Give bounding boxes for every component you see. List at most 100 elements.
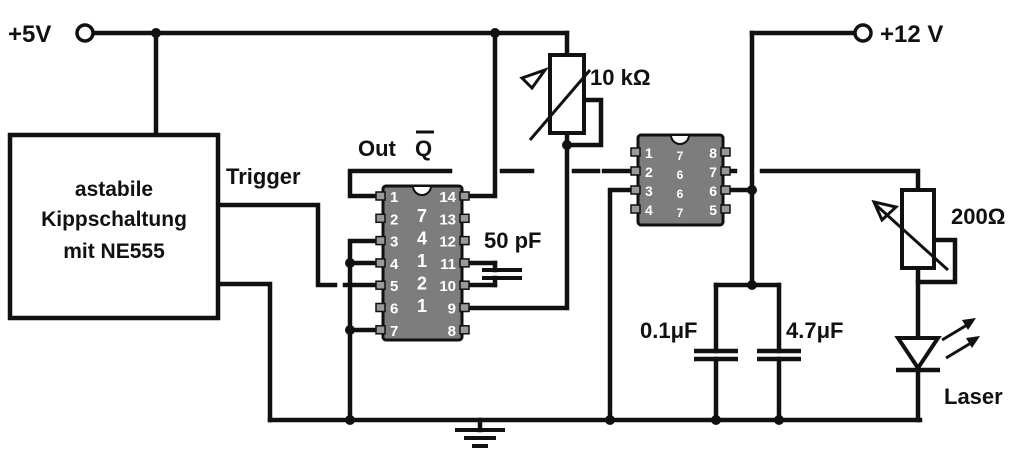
ic2-pin-pad (720, 185, 731, 195)
ic2-pin-label-left: 2 (645, 164, 653, 180)
pot1-adjust-arrow-icon (528, 69, 592, 141)
label-5v: +5V (8, 21, 51, 48)
ic1-pin-pad (375, 213, 386, 224)
ic1-pin-label-right: 10 (439, 278, 456, 295)
astable-box (7, 132, 221, 321)
ic1-pin-pad (375, 325, 386, 335)
capacitor-4-7uf (757, 348, 801, 362)
laser-arrowhead1-icon (962, 318, 976, 330)
laser-diode-triangle-icon (894, 336, 942, 372)
junction-dot (605, 415, 615, 425)
ic1-pin-label-left: 6 (390, 301, 398, 318)
ic2-pin-label-right: 7 (709, 164, 717, 180)
ic2-pin-pad (630, 204, 641, 214)
junction-dot (711, 415, 721, 425)
ic1-pin-label-left: 3 (390, 234, 398, 251)
label-pot1: 10 kΩ (590, 65, 650, 90)
ic2-pin-label-right: 6 (709, 183, 717, 199)
label-pot2: 200Ω (951, 204, 1005, 229)
ic1-center-digit: 1 (417, 296, 427, 316)
ic1-pin-label-left: 5 (390, 278, 398, 295)
potentiometer-200 (871, 188, 950, 272)
astable-line1: astabile (75, 178, 153, 201)
supply-5v-terminal: +5V (8, 21, 95, 48)
junction-dot (562, 140, 572, 150)
ic2-pin-label-left: 4 (645, 202, 653, 218)
capacitor-50pf (482, 260, 522, 288)
ic1-pin-pad (459, 325, 470, 335)
junction-dot (151, 28, 161, 38)
ic1-pin-label-right: 11 (440, 256, 456, 273)
ic1-center-digit: 2 (417, 274, 427, 294)
ic1-pin-pad (459, 302, 470, 313)
ic1-pin-pad (375, 191, 386, 201)
laser-diode (894, 318, 980, 373)
ground-icon (455, 428, 505, 448)
capacitor-0-1uf (694, 348, 738, 362)
ic1-pin-pad (459, 213, 470, 224)
wire-ic2-pin3-ground (607, 187, 639, 423)
laser-arrowhead2-icon (966, 336, 980, 348)
ic2-pin-pad (720, 147, 731, 157)
astable-line2: Kippschaltung (41, 208, 187, 231)
wire-ic1-pin1-out (347, 168, 453, 199)
ic2-pin-label-right: 5 (709, 202, 717, 218)
pot1-arrow-head-icon (519, 67, 550, 91)
label-out: Out (358, 136, 397, 161)
label-cap1: 0.1μF (640, 318, 697, 343)
pot2-body (900, 188, 936, 270)
ic2-pin-pad (630, 166, 641, 176)
label-trigger: Trigger (226, 164, 301, 189)
junction-dot (345, 415, 355, 425)
wire-5v-to-ic1-pin14 (457, 30, 498, 199)
ic1-pin-pad (459, 280, 470, 290)
ic1-pin-label-left: 4 (390, 256, 399, 273)
wire-ic1-left-bus (347, 238, 388, 423)
junction-dot (747, 280, 757, 290)
ic1-center-digit: 4 (417, 229, 427, 249)
label-qbar: Q (415, 130, 434, 161)
ic2-pin-label-left: 1 (645, 145, 653, 161)
ic1-pin-label-right: 12 (439, 234, 456, 251)
ic2-pin-pad (630, 185, 641, 195)
ic1-pin-pad (375, 280, 386, 290)
ic1-pin-pad (459, 258, 470, 268)
junction-dot (774, 415, 784, 425)
ic2-center-digit: 6 (677, 168, 684, 182)
astable-multivibrator-block: astabile Kippschaltung mit NE555 (7, 132, 221, 321)
supply-12v-terminal: +12 V (853, 21, 943, 48)
ic2-pin-pad (720, 166, 731, 176)
ic1-pin-pad (375, 235, 386, 246)
ic1-center-digit: 7 (417, 206, 427, 226)
junction-dot (345, 325, 355, 335)
wire-astable-to-ground (215, 281, 273, 423)
ic1-pin-label-right: 13 (439, 211, 456, 228)
ic1-pin-label-right: 9 (448, 301, 456, 318)
ic1-pin-pad (459, 191, 470, 201)
wire-pot1-to-ic1-pin9 (457, 142, 570, 311)
astable-line3: mit NE555 (63, 240, 165, 263)
ic2-center-digit: 7 (677, 149, 684, 163)
ic1-pin-label-right: 8 (448, 323, 456, 340)
ic2-notch (669, 134, 691, 145)
ic1-center-digit: 1 (417, 251, 427, 271)
junction-dot (345, 258, 355, 268)
ic2-pin-pad (720, 204, 731, 214)
ic1-pin-label-left: 1 (390, 189, 398, 206)
terminal-12v-icon (853, 23, 873, 43)
ic1-pin-pad (459, 235, 470, 246)
wire-ic2-to-pot2 (759, 168, 921, 193)
label-cap2: 4.7μF (786, 318, 843, 343)
junctions (151, 28, 784, 425)
pot1-body (548, 53, 586, 135)
terminal-5v-icon (75, 23, 95, 43)
label-12v: +12 V (880, 21, 943, 48)
